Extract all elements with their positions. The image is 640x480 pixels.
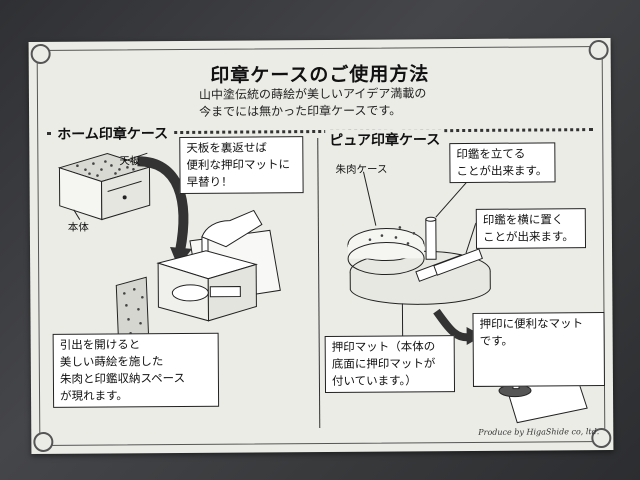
callout-convenient-mat: 押印に便利なマット です。 [472,312,605,387]
callout-stand-seal-line-1: 印鑑を立てる [456,146,526,162]
callout-lay-seal-line-2: ことが出来ます。 [482,229,574,244]
label-shuniku-case: 朱肉ケース [335,163,388,176]
callout-mat-bottom-line-1: 押印マット（本体の [331,339,436,354]
callout-flip-lid-line-1: 天板を裏返せば [186,140,267,155]
lacquer-pattern-pure [368,226,416,245]
callout-lay-seal: 印鑑を横に置く ことが出来ます。 [475,208,587,249]
leader-top [123,152,148,162]
callout-convenient-mat-line-2: です。 [479,333,514,348]
instruction-sheet: 印章ケースのご使用方法 山中塗伝統の蒔絵が美しいアイデア満載の 今までには無かっ… [28,37,614,455]
callout-convenient-mat-line-1: 押印に便利なマット [479,316,584,331]
flip-arrow [137,156,189,252]
callout-open-drawer-line-3: 朱肉と印鑑収納スペース [59,370,186,386]
callout-flip-lid: 天板を裏返せば 便利な押印マットに 早替り！ [179,136,304,194]
callout-open-drawer-line-4: が現れます。 [59,388,128,403]
callout-flip-lid-line-3: 早替り！ [186,174,233,189]
leader-stand [435,178,470,218]
callout-flip-lid-line-2: 便利な押印マットに [186,157,290,172]
leader-shuniku [362,171,377,226]
lacquer-pattern-lid [123,288,144,335]
home-case-closed [57,152,152,221]
mat-arrow [433,308,472,342]
callout-mat-bottom: 押印マット（本体の 底面に押印マットが 付いています。） [324,335,456,393]
pure-case [347,216,491,305]
callout-stand-seal: 印鑑を立てる ことが出来ます。 [449,142,556,184]
callout-mat-bottom-line-2: 底面に押印マットが [331,356,436,371]
lacquer-pattern-top [76,160,135,177]
producer-credit: Produce by HigaShide co, ltd. [478,427,600,437]
callout-lay-seal-line-1: 印鑑を横に置く [482,212,564,227]
home-case-open [156,250,258,322]
callout-open-drawer-line-1: 引出を開けると [59,337,141,352]
callout-stand-seal-line-2: ことが出来ます。 [456,163,548,179]
label-top-plate: 天板 [119,155,141,168]
leader-body [73,209,81,220]
callout-mat-bottom-line-3: 付いています。） [331,373,417,388]
leader-lay [465,222,477,254]
callout-open-drawer: 引出を開けると 美しい蒔絵を施した 朱肉と印鑑収納スペース が現れます。 [52,332,220,408]
callout-open-drawer-line-2: 美しい蒔絵を施した [59,354,164,369]
label-body: 本体 [67,221,89,234]
